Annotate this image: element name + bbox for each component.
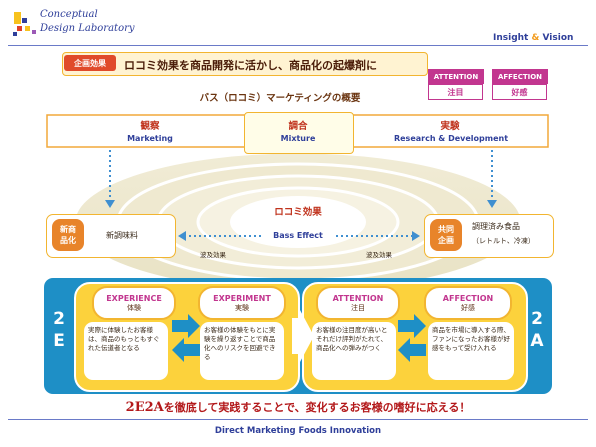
- project-effect-label: 企画効果: [64, 55, 116, 71]
- experiment-desc: お客様の体験をもとに実験を繰り返すことで商品化へのリスクを回避できる: [200, 322, 284, 380]
- new-product-badge: 新商 品化: [52, 219, 84, 251]
- joint-project-badge: 共同 企画: [430, 219, 462, 251]
- double-arrow-2e: [172, 314, 200, 362]
- insight-word: Insight: [493, 33, 529, 43]
- new-seasoning-text: 新調味料: [106, 231, 138, 240]
- experiment-en: EXPERIMENT: [213, 293, 271, 303]
- marketing-jp-label: 観察: [140, 120, 160, 132]
- slogan-brand: 2E2A: [125, 399, 164, 415]
- experiment-pill: EXPERIMENT 実験: [198, 286, 286, 320]
- mixture-jp-label: 調合: [288, 120, 308, 132]
- word-of-mouth-jp: ロコミ効果: [274, 206, 322, 218]
- experience-pill: EXPERIENCE 体験: [92, 286, 176, 320]
- research-en-label: Research & Development: [393, 134, 509, 143]
- bass-effect-en: Bass Effect: [273, 231, 323, 240]
- logo-squares-icon: [13, 12, 36, 36]
- attention-pill: ATTENTION 注目: [316, 286, 400, 320]
- tag-affection-title: AFFECTION: [492, 69, 548, 84]
- affection-en: AFFECTION: [442, 293, 494, 303]
- slogan-rest: を徹底して実践することで、変化するお客様の嗜好に応える！: [163, 401, 471, 414]
- experience-en: EXPERIENCE: [106, 293, 162, 303]
- letters-2a: 2 A: [530, 309, 544, 351]
- affection-pill: AFFECTION 好感: [424, 286, 512, 320]
- dotted-arrow-left-head: [105, 200, 115, 208]
- marketing-en-label: Marketing: [127, 134, 173, 143]
- footer-rule: [8, 419, 588, 420]
- header-rule: [8, 45, 588, 46]
- mixture-en-label: Mixture: [280, 134, 316, 143]
- title-bar: [62, 52, 428, 76]
- swirl-ellipses: [72, 150, 524, 294]
- research-jp-label: 実験: [440, 120, 460, 132]
- attention-desc: お客様の注目度が高いとそれだけ評判がたれて、商品化への弾みがつく: [312, 322, 396, 380]
- vision-word: Vision: [542, 33, 574, 43]
- ripple-effect-right: 波及効果: [366, 251, 392, 259]
- attention-jp: 注目: [351, 303, 365, 312]
- brand-name-line2: Design Laboratory: [40, 23, 135, 34]
- overview-title: バス（ロコミ）マーケティングの概要: [199, 93, 361, 104]
- ripple-effect-left: 波及効果: [200, 251, 226, 259]
- attention-en: ATTENTION: [332, 293, 384, 303]
- prepared-food-sub: （レトルト、冷凍）: [472, 237, 535, 245]
- tag-attention-sub: 注目: [428, 84, 483, 100]
- experience-jp: 体験: [127, 303, 141, 312]
- affection-jp: 好感: [461, 303, 475, 312]
- affection-desc: 商品を市場に導入する際、ファンになったお客様が好感をもって受け入れる: [428, 322, 514, 380]
- letters-2e: 2 E: [53, 309, 65, 351]
- double-arrow-2a: [398, 314, 426, 362]
- dotted-arrow-right-head: [487, 200, 497, 208]
- footer-text: Direct Marketing Foods Innovation: [214, 425, 382, 436]
- ampersand: &: [531, 33, 540, 43]
- mixture-box: [244, 112, 354, 154]
- brand-name-line1: Conceptual: [40, 9, 98, 20]
- dotted-arrow-horizontal-right-head: [412, 231, 420, 241]
- title-text: ロコミ効果を商品開発に活かし、商品化の起爆剤に: [124, 59, 377, 72]
- experiment-jp: 実験: [235, 303, 249, 312]
- prepared-food-text: 調理済み食品: [472, 222, 520, 231]
- tag-affection-sub: 好感: [492, 84, 547, 100]
- connector-arrow-center: [292, 310, 314, 362]
- dotted-arrow-horizontal-left-head: [178, 231, 186, 241]
- tag-attention-title: ATTENTION: [428, 69, 484, 84]
- experience-desc: 実際に体験したお客様は、商品のもっともすぐれた伝道者となる: [84, 322, 168, 380]
- insight-vision-tagline: Insight & Vision: [493, 33, 573, 43]
